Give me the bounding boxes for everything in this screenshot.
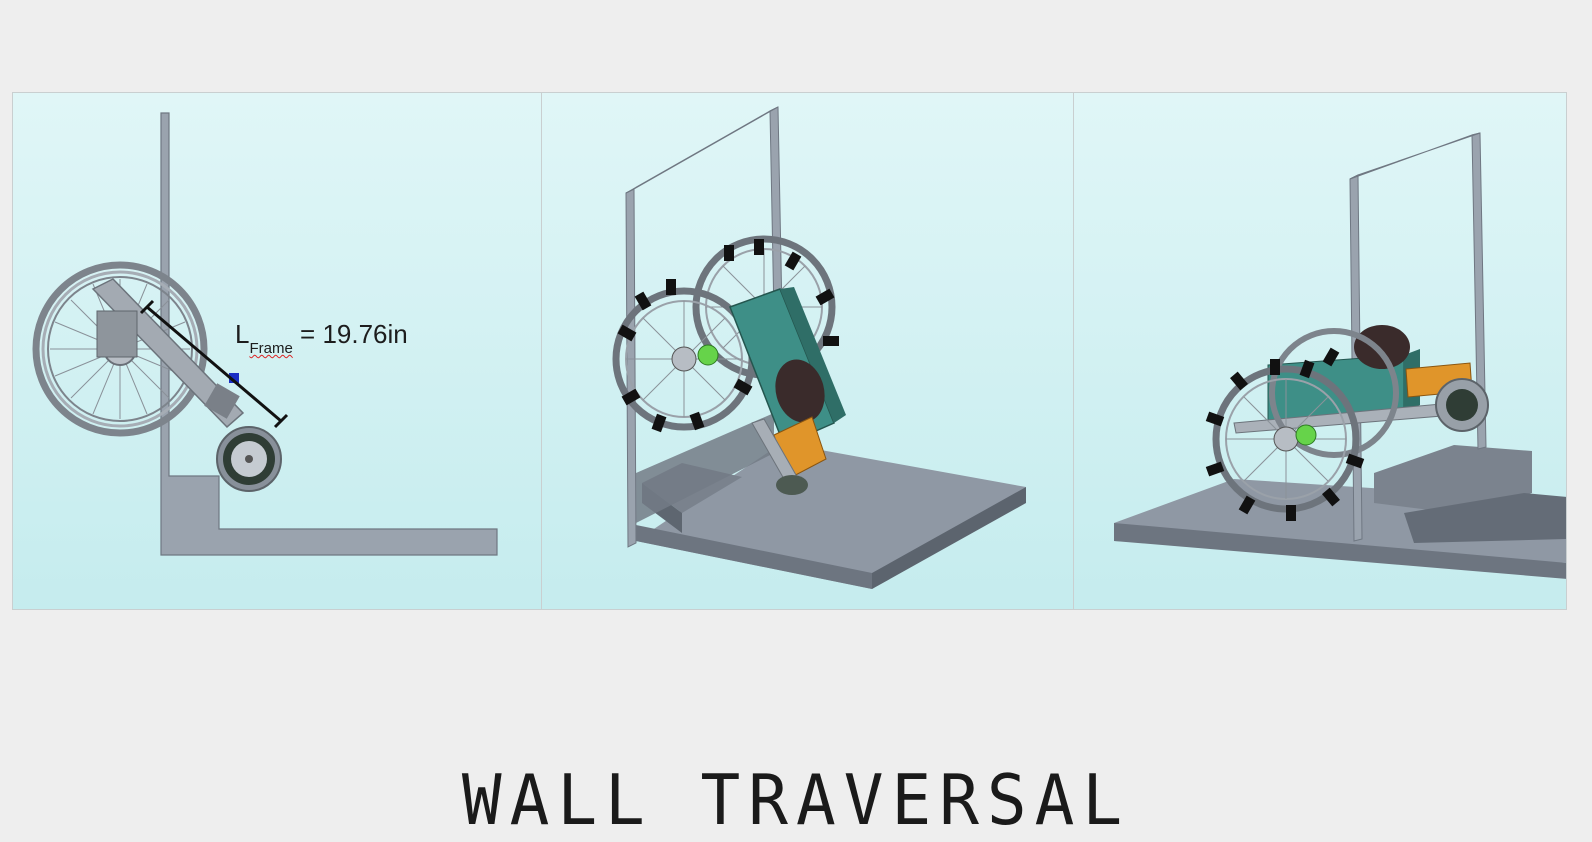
annotation-value: = 19.76in — [300, 319, 408, 349]
iso-view-panel — [541, 92, 1074, 610]
slide-title: WALL TRAVERSAL — [461, 760, 1131, 841]
side-view-panel: LFrame = 19.76in — [12, 92, 542, 610]
side-view-cad-icon — [32, 112, 498, 556]
annotation-subscript: Frame — [249, 340, 293, 357]
annotation-symbol: L — [235, 319, 250, 349]
front-view-panel — [1073, 92, 1567, 610]
iso-view-cad-icon — [612, 106, 1026, 589]
front-view-cad-icon — [1114, 132, 1566, 579]
frame-length-annotation: LFrame = 19.76in — [235, 319, 408, 357]
